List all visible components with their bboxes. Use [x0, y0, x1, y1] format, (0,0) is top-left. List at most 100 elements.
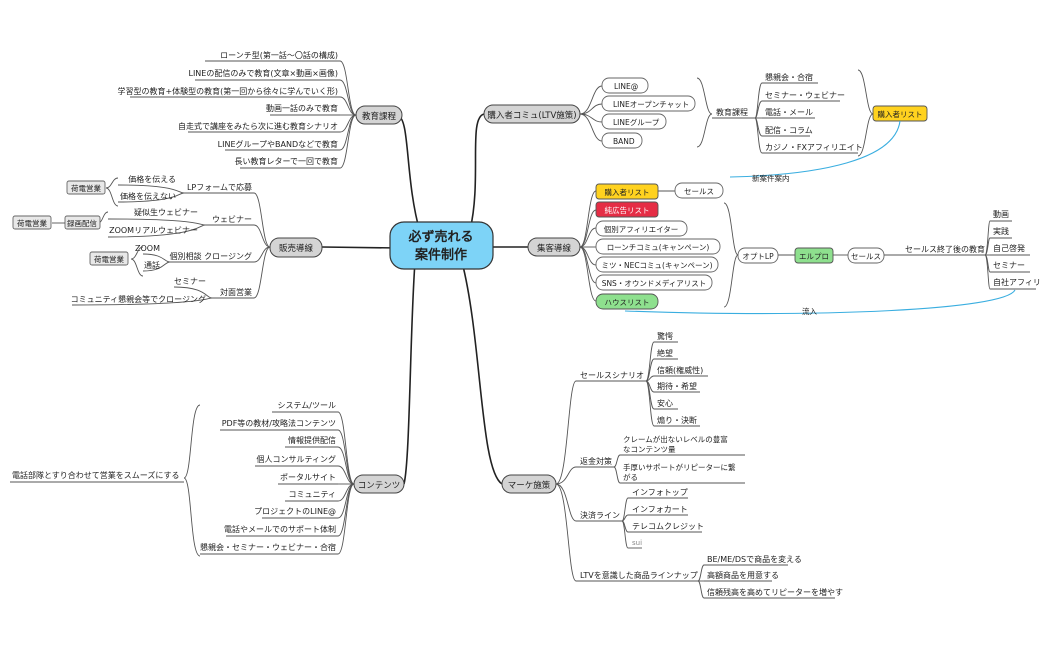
marketing-scenario-item: 期待・希望 [657, 381, 697, 391]
center-title-line1: 必ず売れる [407, 229, 473, 245]
acquire-list-label: 個別アフィリエイター [604, 224, 679, 234]
marketing-ltv: LTVを意識した商品ラインナップ [580, 570, 698, 580]
acquire-sales-label: セールス [684, 187, 714, 196]
acquire-after-item: セミナー [993, 261, 1025, 270]
connector-line [579, 246, 597, 284]
connector-line [613, 466, 621, 484]
sales-webinar: ウェビナー [212, 215, 252, 224]
education-item: 自走式で講座をみたら次に進む教育シナリオ [178, 121, 338, 131]
connector-line [183, 404, 201, 557]
acquire-list-buyer[interactable] [595, 183, 659, 200]
connector-line [729, 120, 901, 178]
contents-item: 電話やメールでのサポート体制 [224, 524, 336, 534]
contents-item: 懇親会・セミナー・ウェビナー・合宿 [200, 542, 336, 552]
sales-kobetsu-child: 通話 [144, 260, 160, 270]
connector-line [696, 77, 713, 148]
sales-taimen-child: セミナー [174, 277, 206, 286]
education-item: LINEグループやBANDなどで教育 [218, 139, 338, 149]
connector-line [403, 261, 416, 485]
connector-line [555, 466, 577, 485]
contents-item: ポータルサイト [280, 473, 336, 482]
connector-line [754, 117, 763, 154]
connector-line [613, 454, 621, 468]
buyer-channel-label: BAND [613, 137, 635, 146]
sales-node-label: 販売導線 [279, 243, 314, 254]
acquire-list[interactable] [595, 256, 719, 273]
connector-line [339, 96, 357, 116]
acquire-list[interactable] [595, 220, 688, 237]
acquire-after-item: 自己啓発 [993, 243, 1025, 253]
acquire-sales2-box[interactable] [847, 247, 885, 264]
acquire-optin-box[interactable] [737, 247, 779, 264]
acquire-list-label: 純広告リスト [605, 205, 650, 215]
acquire-list-house[interactable] [595, 293, 659, 310]
marketing-settle-item: インフォカート [632, 505, 688, 514]
connector-line [621, 497, 629, 522]
connector-line [579, 113, 603, 142]
buyer-edu-item: 懇親会・合宿 [765, 72, 813, 82]
connector-line [984, 237, 991, 256]
acquire-branch: 集客導線 購入者リスト セールス 純広告リスト 個別アフィリエイター ローンチコ… [527, 182, 1041, 316]
marketing-refund-item: がる [623, 472, 638, 482]
education-item: 学習型の教育+体験型の教育(第一回から徐々に学んでいく形) [117, 86, 338, 96]
tag-badge [12, 215, 52, 230]
sales-kobetsu-child: ZOOM [135, 244, 160, 253]
connector-line [397, 115, 421, 233]
education-branch: 教育課程 ローンチ型(第一話〜〇話の構成) LINEの配信のみで教育(文章×動画… [117, 50, 403, 169]
buyer-channel-label: LINE@ [614, 82, 638, 91]
connector-line [105, 177, 119, 207]
connector-line [624, 289, 1016, 315]
education-item: 長い教育レターで一回で教育 [234, 156, 338, 166]
acquire-list-label: ミツ・NECコミュ(キャンペーン) [601, 261, 712, 270]
acquire-list-ad[interactable] [595, 201, 659, 218]
buyer-node-label: 購入者コミュ(LTV施策) [487, 110, 576, 121]
connector-line [645, 341, 655, 382]
contents-node-label: コンテンツ [358, 481, 401, 491]
connector-line [579, 227, 597, 248]
connector-line [579, 85, 603, 115]
contents-item: システム/ツール [278, 401, 336, 410]
marketing-scenario-item: 安心 [657, 398, 673, 408]
marketing-refund-item: クレームが出ないレベルの豊富 [623, 434, 728, 444]
marketing-ltv-item: BE/ME/DSで商品を変える [707, 554, 802, 564]
acquire-list-label: ハウスリスト [605, 298, 650, 307]
sales-taimen: 対面営業 [220, 287, 252, 297]
sales-webinar-child: ZOOMリアルウェビナー [109, 226, 198, 235]
connector-line [71, 297, 213, 306]
connector-line [173, 286, 213, 299]
connector-line [555, 380, 577, 485]
marketing-scenario-item: 絶望 [657, 348, 673, 358]
buyer-channel[interactable] [601, 95, 696, 112]
marketing-settle-item: テレコムクレジット [632, 522, 704, 531]
center-title-line2: 案件制作 [414, 247, 467, 263]
connector-line [579, 209, 597, 248]
sales-lp-child: 価格を伝えない [120, 191, 176, 201]
connector-line [461, 261, 503, 485]
marketing-refund-item: 手厚いサポートがリピーターに繋 [623, 462, 736, 472]
sales-webinar-child: 疑似生ウェビナー [134, 207, 198, 217]
acquire-list[interactable] [595, 274, 713, 291]
connector-line [339, 79, 357, 116]
tag-label: 荷電営業 [94, 254, 124, 264]
acquire-elupro-box[interactable] [794, 247, 834, 264]
sales-node[interactable] [269, 237, 323, 258]
sales-taimen-child: コミュニティ懇親会等でクロージング [71, 294, 206, 304]
center-node[interactable]: 必ず売れる 案件制作 [389, 221, 494, 270]
tag-label: 荷電営業 [71, 183, 101, 193]
acquire-sales-box[interactable] [674, 182, 724, 199]
buyer-channel[interactable] [601, 132, 643, 149]
connector-line [337, 465, 355, 485]
connector-line [337, 446, 355, 485]
buyer-channel[interactable] [601, 77, 649, 94]
contents-side-note: 電話部隊とすり合わせて営業をスムーズにする [12, 470, 179, 480]
connector-line [645, 358, 655, 382]
buyer-channel[interactable] [601, 113, 667, 130]
sales-kobetsu: 個別相談 クロージング [170, 251, 252, 261]
acquire-list[interactable] [595, 238, 721, 255]
connector-line [253, 192, 271, 248]
connector-line [117, 184, 185, 194]
connector-line [469, 113, 485, 231]
connector-line [337, 429, 355, 485]
acquire-elupro-label: エルプロ [799, 252, 829, 261]
acquire-list-label: ローンチコミュ(キャンペーン) [607, 243, 710, 252]
